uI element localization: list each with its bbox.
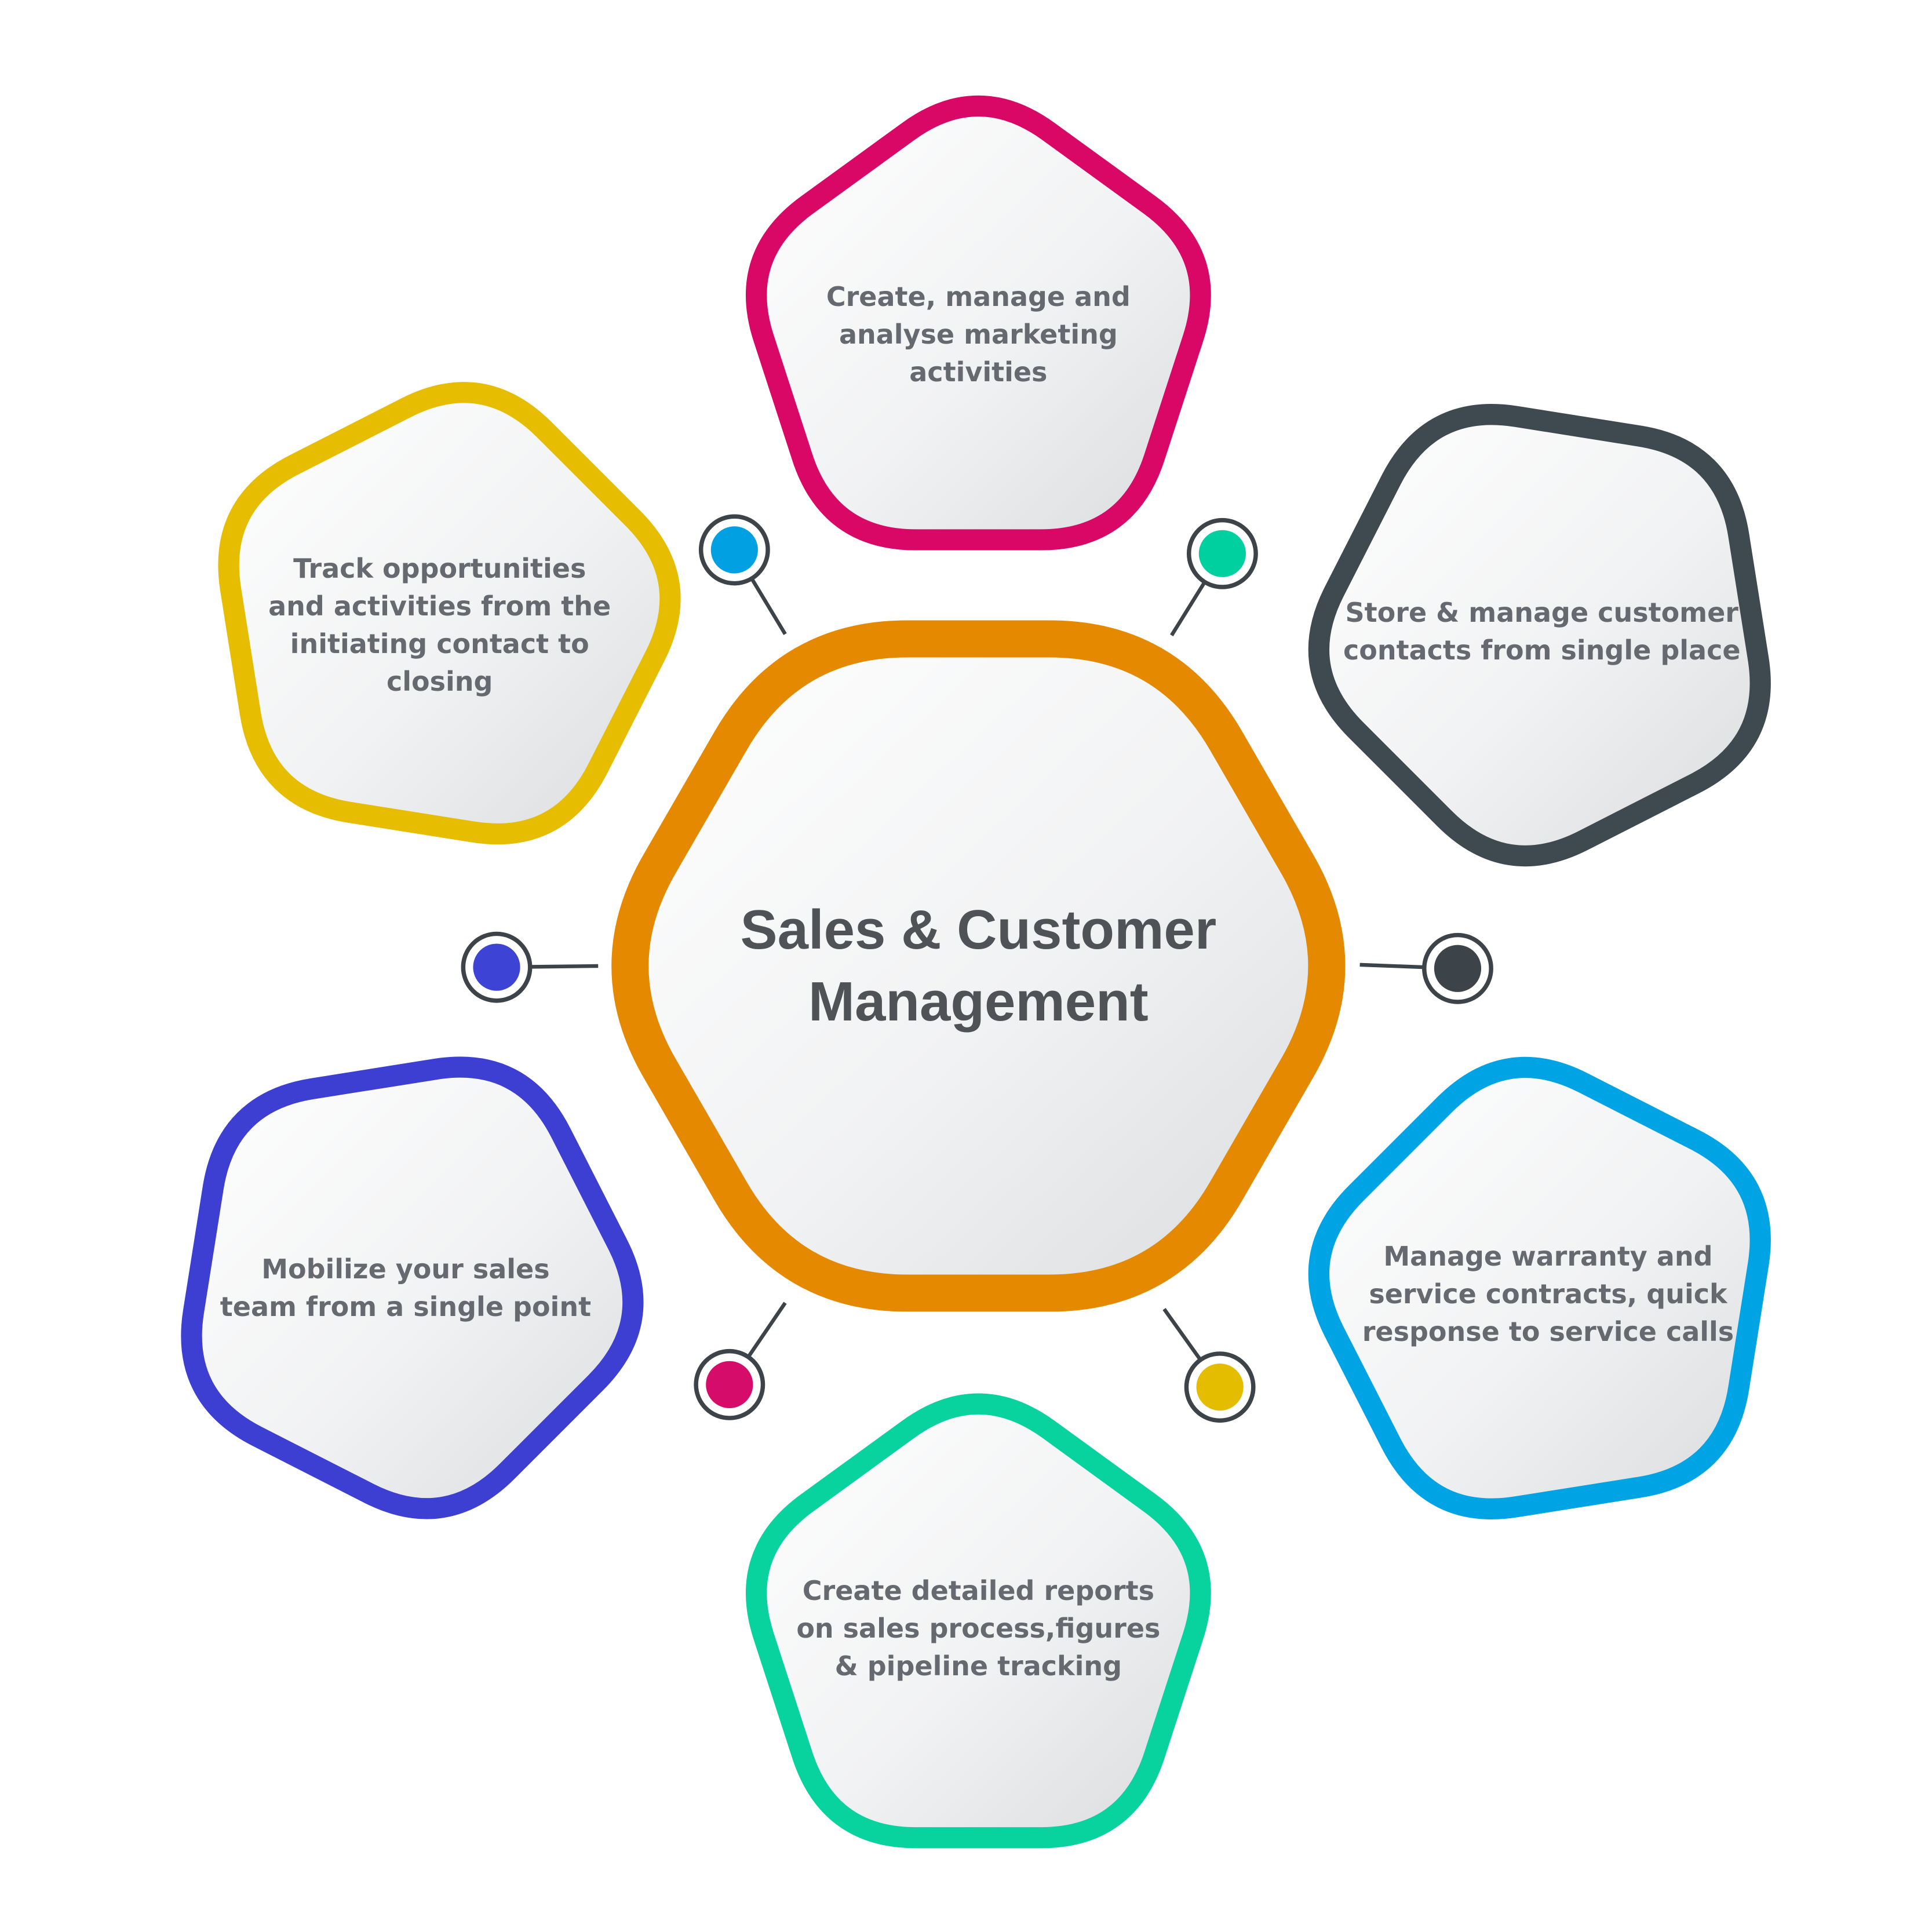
feature-text-reports: Create detailed reports on sales process…: [796, 1574, 1161, 1682]
feature-box-contacts: [1308, 404, 1771, 867]
feature-box-opportunities: [218, 382, 681, 845]
feature-text-mobilize: Mobilize your sales team from a single p…: [220, 1253, 592, 1322]
feature-box-reports: [746, 1393, 1211, 1849]
node-dot-mobilize: [706, 1361, 753, 1408]
feature-text-contacts: Store & manage customer contacts from si…: [1343, 596, 1741, 666]
node-dot-opportunities: [473, 943, 520, 991]
feature-text-opportunities: Track opportunities and activities from …: [268, 553, 611, 698]
feature-box-mobilize: [181, 1056, 644, 1519]
feature-box-service: [1308, 1056, 1771, 1519]
center-hexagon: [611, 620, 1346, 1312]
node-dot-marketing: [710, 526, 758, 574]
node-dot-service: [1434, 945, 1482, 992]
node-dot-reports: [1196, 1364, 1244, 1411]
node-dot-contacts: [1198, 530, 1246, 577]
feature-text-service: Manage warranty and service contracts, q…: [1362, 1240, 1734, 1347]
center-title: Sales & Customer Management: [740, 898, 1217, 1033]
feature-box-marketing: [746, 95, 1211, 551]
feature-text-marketing: Create, manage and analyse marketing act…: [826, 280, 1131, 388]
